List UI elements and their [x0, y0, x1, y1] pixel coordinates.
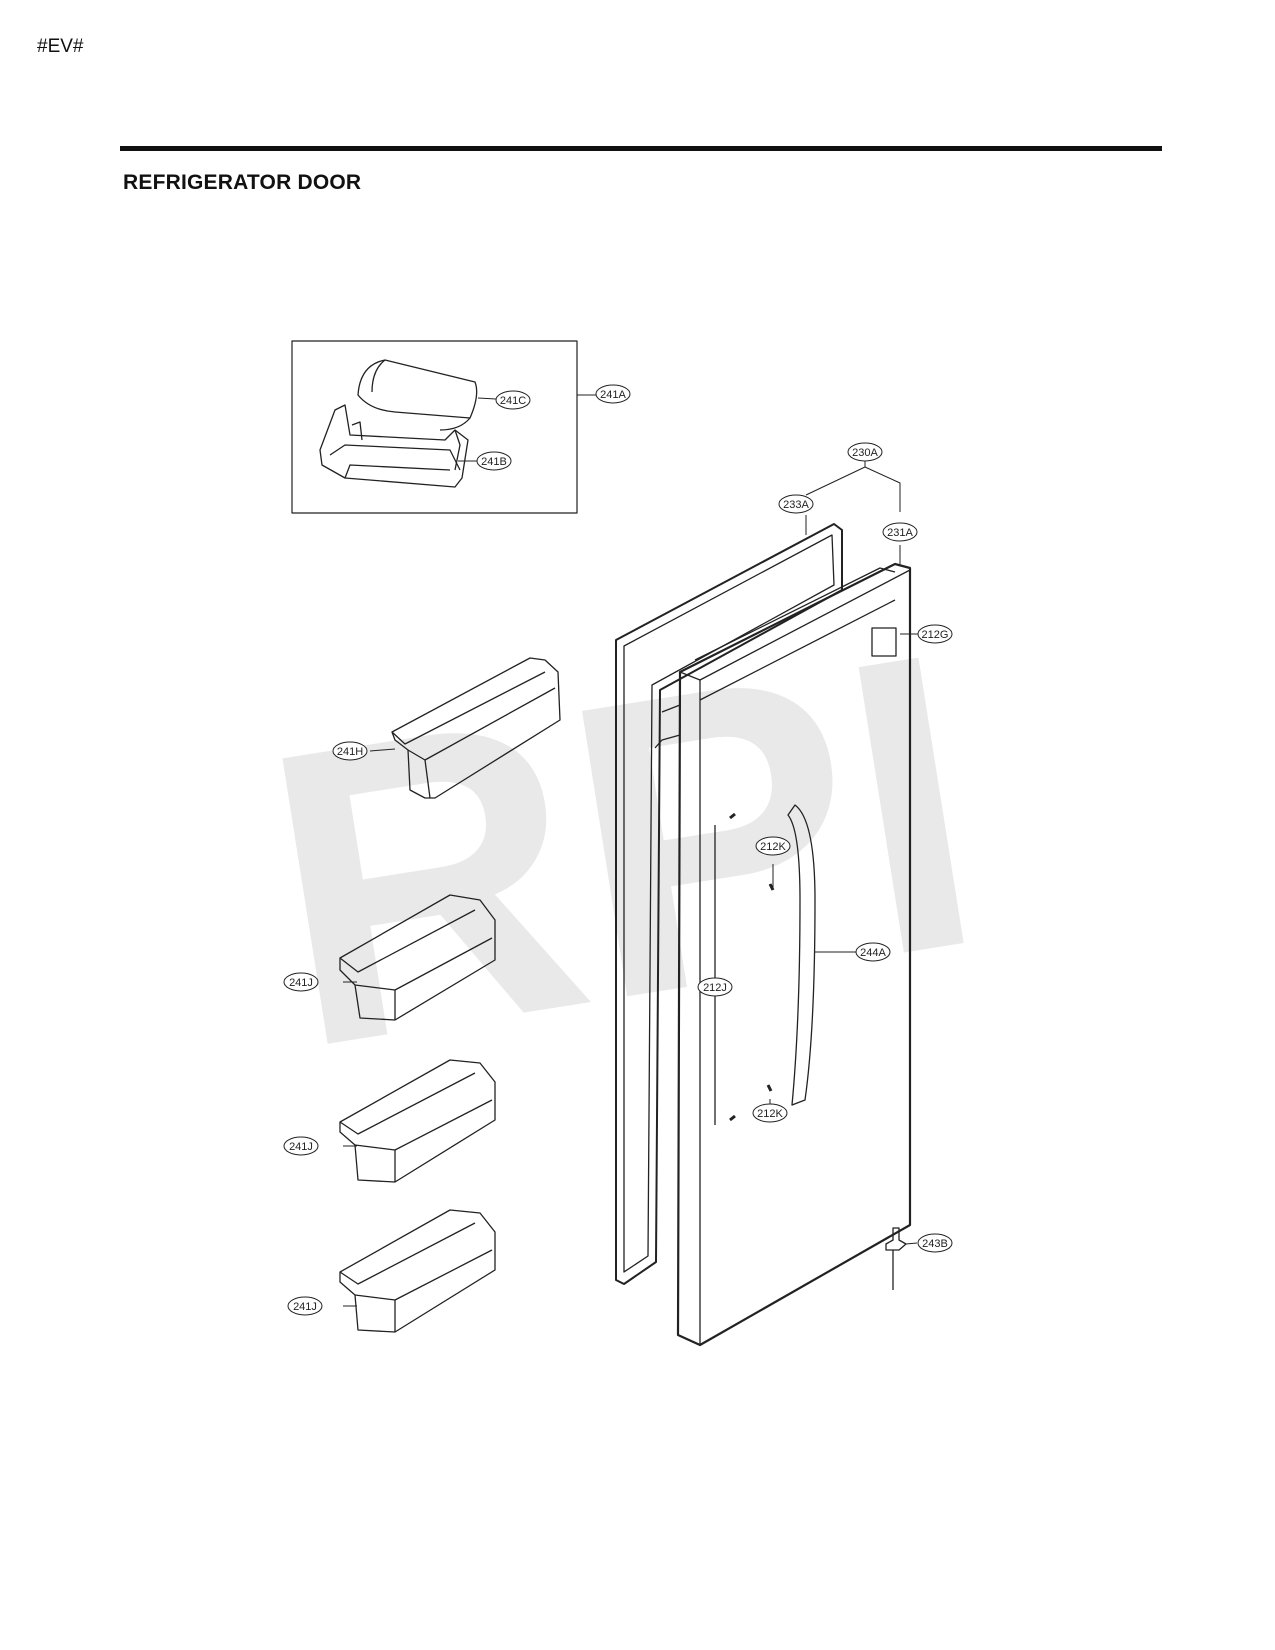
svg-text:241C: 241C — [500, 395, 526, 407]
callout-244a: 244A — [855, 942, 891, 962]
svg-text:212K: 212K — [757, 1108, 783, 1120]
door-bin-241j-1 — [339, 894, 496, 1021]
callout-212k-top: 212K — [755, 836, 791, 856]
callout-241j-1: 241J — [283, 972, 319, 992]
svg-text:244A: 244A — [860, 947, 886, 959]
header-rule — [120, 146, 1162, 151]
callout-230a: 230A — [847, 442, 883, 462]
callout-241c: 241C — [495, 390, 531, 410]
svg-text:241J: 241J — [289, 1141, 313, 1153]
page-title: REFRIGERATOR DOOR — [123, 171, 362, 194]
svg-text:212K: 212K — [760, 841, 786, 853]
svg-text:231A: 231A — [887, 527, 913, 539]
svg-text:230A: 230A — [852, 447, 878, 459]
svg-text:241H: 241H — [337, 746, 363, 758]
document-code: #EV# — [37, 36, 84, 57]
door-bin-241j-3 — [339, 1209, 496, 1333]
svg-text:243B: 243B — [922, 1238, 948, 1250]
leader-lines — [343, 394, 919, 1307]
door-panel-231a — [654, 562, 912, 1347]
bin-assembly-241a — [319, 359, 478, 488]
door-bin-241j-2 — [339, 1059, 496, 1183]
svg-text:212J: 212J — [703, 982, 727, 994]
callout-241j-3: 241J — [287, 1296, 323, 1316]
callout-241h: 241H — [332, 741, 368, 761]
watermark-text: RPI — [241, 564, 1006, 1137]
svg-text:241B: 241B — [481, 456, 507, 468]
door-bin-241h — [391, 657, 561, 799]
svg-text:233A: 233A — [783, 499, 809, 511]
callout-212j: 212J — [697, 977, 733, 997]
callout-212k-bottom: 212K — [752, 1103, 788, 1123]
callouts: 241A 241C 241B 230A 233A 231A 212G 241H … — [283, 384, 953, 1316]
callout-231a: 231A — [882, 522, 918, 542]
callout-243b: 243B — [917, 1233, 953, 1253]
svg-text:241A: 241A — [600, 389, 626, 401]
callout-241j-2: 241J — [283, 1136, 319, 1156]
callout-241b: 241B — [476, 451, 512, 471]
svg-text:212G: 212G — [922, 629, 949, 641]
callout-212g: 212G — [917, 624, 953, 644]
door-gasket-233a — [615, 523, 843, 1285]
svg-text:241J: 241J — [289, 977, 313, 989]
svg-text:241J: 241J — [293, 1301, 317, 1313]
callout-241a: 241A — [595, 384, 631, 404]
inset-box — [291, 340, 578, 514]
callout-233a: 233A — [778, 494, 814, 514]
